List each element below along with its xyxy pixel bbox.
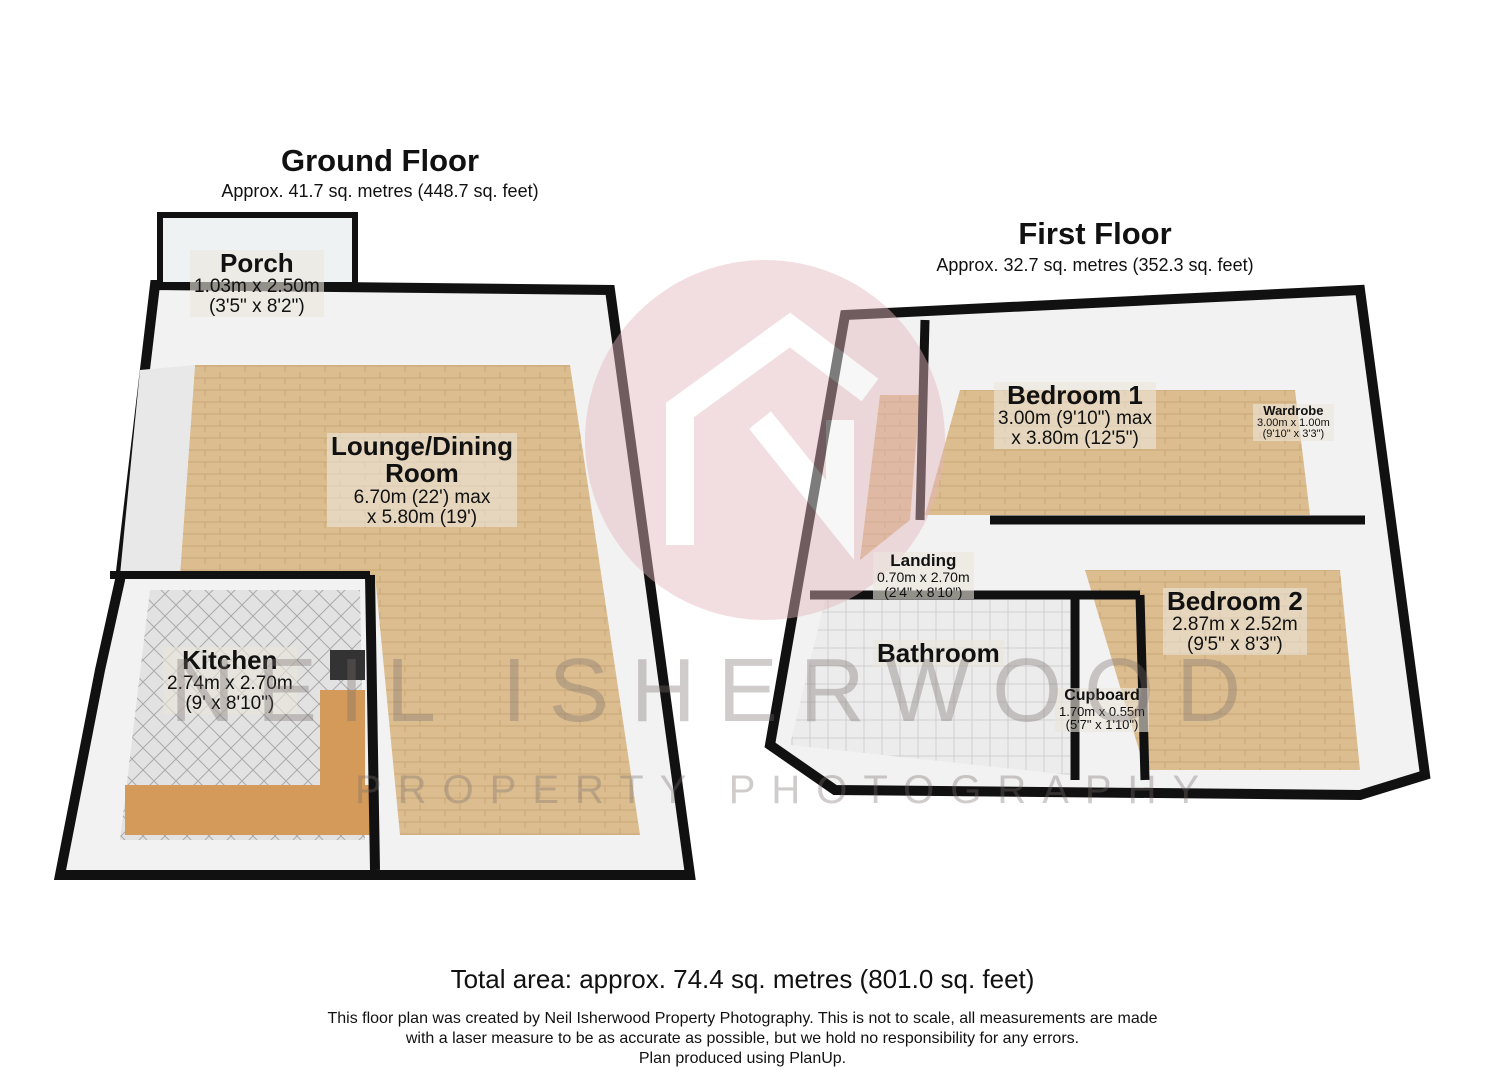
room-wardrobe: Wardrobe 3.00m x 1.00m (9'10" x 3'3")	[1253, 404, 1334, 441]
room-dims-imperial: (5'7" x 1'10")	[1065, 717, 1139, 733]
room-name: Cupboard	[1064, 687, 1140, 704]
room-dims: 1.03m x 2.50m	[194, 276, 320, 298]
room-dims: 2.74m x 2.70m	[167, 673, 293, 695]
room-landing: Landing 0.70m x 2.70m (2'4" x 8'10")	[873, 551, 974, 600]
room-bedroom-1: Bedroom 1 3.00m (9'10") max x 3.80m (12'…	[994, 380, 1156, 450]
room-dims: 3.00m (9'10") max	[998, 408, 1152, 430]
room-name: Bathroom	[877, 638, 1000, 668]
room-lounge-dining: Lounge/Dining Room 6.70m (22') max x 5.8…	[327, 431, 517, 528]
room-dims-imperial: (9' x 8'10")	[185, 693, 275, 715]
room-dims-imperial: x 5.80m (19')	[366, 506, 478, 528]
room-name: Kitchen	[182, 645, 278, 675]
room-cupboard: Cupboard 1.70m x 0.55m (5'7" x 1'10")	[1055, 687, 1149, 733]
room-name: Bedroom 1	[1007, 380, 1143, 410]
room-dims: 1.70m x 0.55m	[1059, 703, 1145, 719]
room-dims: 3.00m x 1.00m	[1257, 416, 1330, 429]
watermark-name: NEIL ISHERWOOD	[170, 641, 1264, 741]
room-dims-imperial: (9'10" x 3'3")	[1262, 428, 1325, 441]
ground-floor-area: Approx. 41.7 sq. metres (448.7 sq. feet)	[221, 181, 539, 201]
room-name: Landing	[890, 551, 957, 570]
room-name: Bedroom 2	[1167, 586, 1303, 616]
room-name: Lounge/Dining	[331, 431, 513, 461]
room-bedroom-2: Bedroom 2 2.87m x 2.52m (9'5" x 8'3")	[1163, 586, 1307, 656]
room-dims-imperial: (2'4" x 8'10")	[884, 583, 963, 600]
total-area: Total area: approx. 74.4 sq. metres (801…	[450, 964, 1035, 994]
room-bathroom: Bathroom	[873, 638, 1004, 668]
disclaimer-line-2: with a laser measure to be as accurate a…	[405, 1030, 1080, 1047]
first-floor-area: Approx. 32.7 sq. metres (352.3 sq. feet)	[936, 255, 1254, 275]
disclaimer-line-1: This floor plan was created by Neil Ishe…	[327, 1010, 1158, 1027]
room-dims: 2.87m x 2.52m	[1172, 614, 1298, 636]
room-dims-imperial: (3'5" x 8'2")	[208, 296, 305, 318]
room-name: Wardrobe	[1263, 403, 1324, 418]
room-name: Porch	[219, 248, 294, 278]
disclaimer-line-3: Plan produced using PlanUp.	[638, 1050, 847, 1067]
watermark-tagline: PROPERTY PHOTOGRAPHY	[355, 768, 1216, 812]
first-floor-title: First Floor	[1018, 216, 1172, 251]
room-dims-imperial: x 3.80m (12'5")	[1011, 428, 1139, 450]
room-name-line2: Room	[385, 458, 459, 489]
room-dims: 6.70m (22') max	[353, 486, 491, 508]
watermark-logo	[585, 260, 945, 620]
room-dims-imperial: (9'5" x 8'3")	[1187, 634, 1283, 656]
ground-floor-plan	[53, 212, 696, 880]
ground-floor-title: Ground Floor	[280, 143, 480, 178]
room-porch: Porch 1.03m x 2.50m (3'5" x 8'2")	[190, 248, 324, 318]
room-kitchen: Kitchen 2.74m x 2.70m (9' x 8'10")	[163, 645, 297, 715]
room-dims: 0.70m x 2.70m	[877, 568, 970, 585]
